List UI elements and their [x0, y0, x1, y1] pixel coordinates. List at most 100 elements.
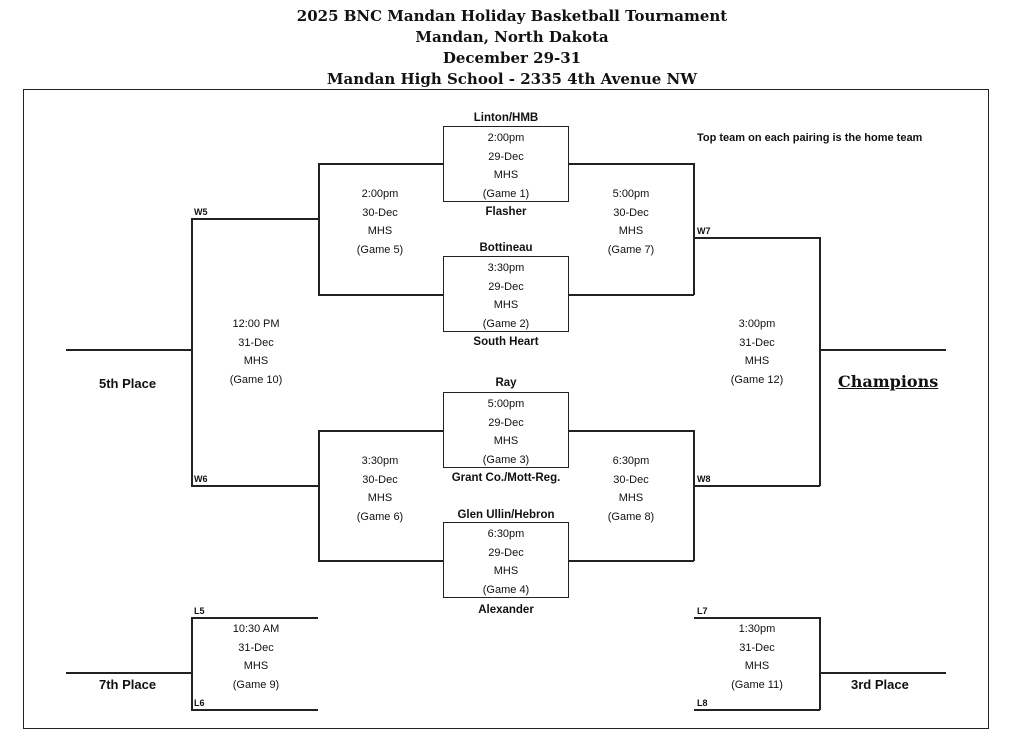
bracket-line [694, 485, 820, 487]
game-site: MHS [493, 435, 519, 447]
slot-w8: W8 [697, 474, 711, 484]
slot-w5: W5 [194, 207, 208, 217]
team-glen-ullin-hebron: Glen Ullin/Hebron [457, 509, 555, 521]
slot-l8: L8 [697, 698, 708, 708]
fifth-place-line [66, 349, 192, 351]
bracket-line [819, 237, 821, 486]
game-time: 5:00pm [487, 398, 525, 410]
team-flasher: Flasher [485, 206, 527, 218]
game-6-info: 3:30pm 30-Dec MHS (Game 6) [330, 452, 430, 526]
slot-l7: L7 [697, 606, 708, 616]
game-time: 2:00pm [361, 188, 399, 200]
team-south-heart: South Heart [473, 336, 539, 348]
game-5-info: 2:00pm 30-Dec MHS (Game 5) [330, 185, 430, 259]
seventh-place-label: 7th Place [99, 677, 157, 692]
game-time: 10:30 AM [232, 623, 280, 635]
game-time: 3:30pm [487, 262, 525, 274]
game-date: 30-Dec [362, 206, 398, 219]
game-label: (Game 2) [482, 317, 530, 330]
team-alexander: Alexander [478, 604, 534, 616]
game-12-info: 3:00pm 31-Dec MHS (Game 12) [707, 315, 807, 389]
game-label: (Game 9) [232, 678, 280, 691]
game-label: (Game 11) [731, 678, 783, 691]
slot-l6: L6 [194, 698, 205, 708]
champions-label: Champions [838, 372, 939, 391]
game-date: 29-Dec [488, 416, 524, 429]
bracket-line [318, 163, 320, 295]
game-10-info: 12:00 PM 31-Dec MHS (Game 10) [206, 315, 306, 389]
game-site: MHS [367, 225, 393, 237]
game-site: MHS [493, 565, 519, 577]
bracket-line [191, 617, 318, 619]
game-1-info: 2:00pm 29-Dec MHS (Game 1) [456, 129, 556, 203]
game-time: 6:30pm [487, 528, 525, 540]
game-label: (Game 5) [356, 243, 404, 256]
game-site: MHS [744, 660, 770, 672]
game-time: 2:00pm [487, 132, 525, 144]
game-date: 30-Dec [362, 473, 398, 486]
bracket-line [191, 485, 318, 487]
game-time: 1:30pm [738, 623, 776, 635]
bracket-line [318, 294, 443, 296]
fifth-place-label: 5th Place [99, 376, 157, 391]
bracket-line [191, 709, 318, 711]
bracket-line [694, 617, 820, 619]
champion-line [820, 349, 946, 351]
bracket-line [569, 294, 694, 296]
game-2-box [443, 256, 569, 332]
game-label: (Game 8) [607, 510, 655, 523]
game-7-info: 5:00pm 30-Dec MHS (Game 7) [581, 185, 681, 259]
tournament-location: Mandan, North Dakota [415, 28, 609, 46]
game-time: 12:00 PM [232, 318, 280, 330]
game-time: 3:30pm [361, 455, 399, 467]
home-team-note: Top team on each pairing is the home tea… [697, 132, 923, 144]
bracket-line [694, 709, 820, 711]
game-time: 3:00pm [738, 318, 776, 330]
slot-w6: W6 [194, 474, 208, 484]
game-4-info: 6:30pm 29-Dec MHS (Game 4) [456, 525, 556, 599]
team-grant-co-mott-reg: Grant Co./Mott-Reg. [451, 472, 561, 484]
slot-w7: W7 [697, 226, 711, 236]
game-3-info: 5:00pm 29-Dec MHS (Game 3) [456, 395, 556, 469]
bracket-line [318, 430, 443, 432]
bracket-line [693, 163, 695, 295]
game-date: 30-Dec [613, 473, 649, 486]
bracket-line [191, 617, 193, 710]
game-label: (Game 1) [482, 187, 530, 200]
bracket-line [191, 218, 318, 220]
game-date: 29-Dec [488, 546, 524, 559]
game-site: MHS [367, 492, 393, 504]
game-date: 29-Dec [488, 150, 524, 163]
bracket-line [819, 617, 821, 710]
game-time: 5:00pm [612, 188, 650, 200]
game-9-info: 10:30 AM 31-Dec MHS (Game 9) [206, 620, 306, 694]
tournament-dates: December 29-31 [442, 49, 582, 67]
game-2-info: 3:30pm 29-Dec MHS (Game 2) [456, 259, 556, 333]
slot-l5: L5 [194, 606, 205, 616]
game-label: (Game 3) [482, 453, 530, 466]
game-label: (Game 10) [229, 373, 283, 386]
game-site: MHS [243, 660, 269, 672]
game-site: MHS [618, 492, 644, 504]
tournament-title: 2025 BNC Mandan Holiday Basketball Tourn… [296, 7, 728, 25]
third-place-line [820, 672, 946, 674]
game-4-box [443, 522, 569, 598]
game-label: (Game 6) [356, 510, 404, 523]
game-site: MHS [493, 299, 519, 311]
bracket-line [694, 237, 820, 239]
game-date: 31-Dec [238, 641, 274, 654]
game-date: 31-Dec [739, 336, 775, 349]
bracket-line [318, 163, 443, 165]
game-date: 31-Dec [739, 641, 775, 654]
game-1-box [443, 126, 569, 202]
game-site: MHS [744, 355, 770, 367]
game-site: MHS [493, 169, 519, 181]
game-date: 31-Dec [238, 336, 274, 349]
bracket-line [318, 430, 320, 561]
bracket-frame [23, 89, 989, 729]
bracket-line [191, 218, 193, 486]
seventh-place-line [66, 672, 192, 674]
game-label: (Game 7) [607, 243, 655, 256]
bracket-line [569, 163, 694, 165]
bracket-line [693, 430, 695, 561]
